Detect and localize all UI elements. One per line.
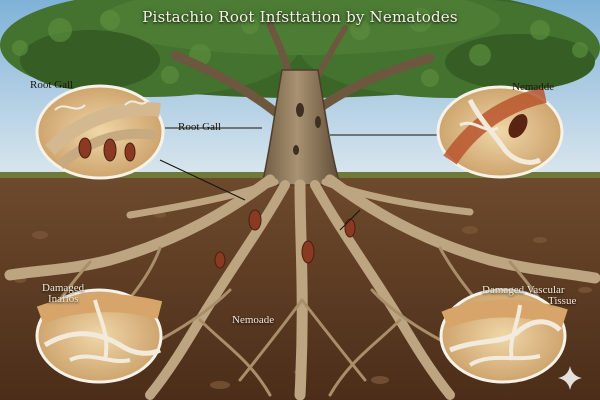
trunk-knots — [293, 103, 321, 155]
sparkle-icon — [558, 366, 582, 390]
inset-root-gall — [35, 84, 165, 180]
label-root-gall-inset: Root Gall — [30, 79, 74, 91]
tree-trunk — [261, 69, 341, 186]
label-root-gall-pointer: Root Gall — [178, 121, 222, 133]
label-damaged-vascular-line1: Damaged Vascular — [482, 284, 565, 296]
diagram-title: Pistachio Root Infsttation by Nematodes — [142, 8, 458, 26]
tree-canopy — [0, 0, 600, 98]
label-damaged-left-line1: Damaged — [42, 282, 85, 294]
label-damaged-vascular-line2: Tissue — [548, 295, 577, 307]
label-nematode-center: Nemoade — [232, 314, 275, 326]
inset-nematode-top — [436, 85, 564, 179]
pointer-lines — [159, 127, 440, 231]
root-galls — [214, 209, 356, 269]
inset-damaged-tissue — [35, 288, 163, 384]
inset-damaged-vascular — [439, 288, 568, 384]
label-damaged-left-line2: Inafios — [48, 293, 79, 305]
label-nematode-top-right: Nemadde — [512, 81, 555, 93]
